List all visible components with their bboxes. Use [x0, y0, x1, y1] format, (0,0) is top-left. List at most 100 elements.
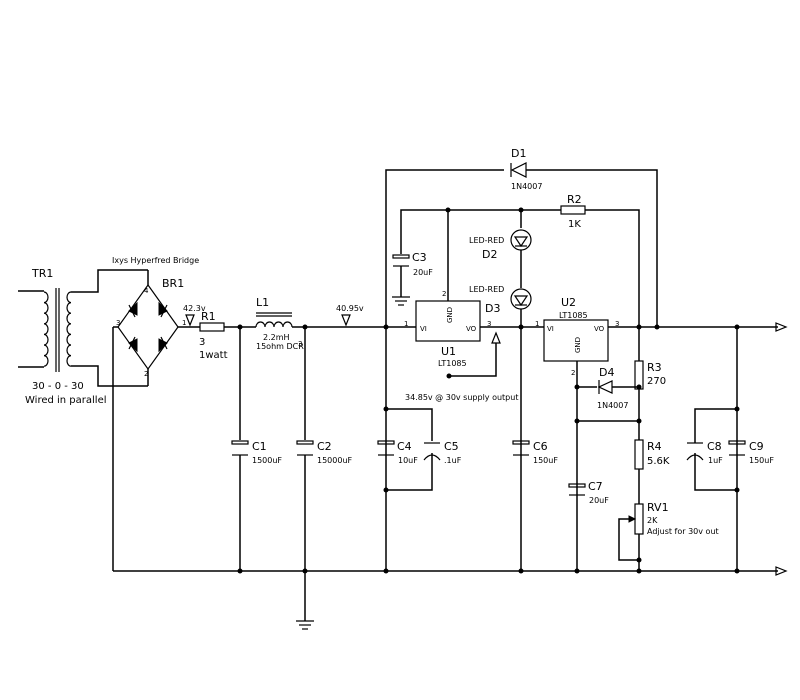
c2-value: 15000uF [317, 456, 353, 465]
bridge-diode-3 [128, 336, 138, 353]
br1-pin-3: 3 [116, 319, 120, 327]
d2-ref: D2 [482, 248, 497, 261]
resistor-r1 [199, 322, 225, 332]
r3-value: 270 [647, 376, 666, 387]
ground-symbol-main [296, 620, 314, 630]
u2-ref: U2 [561, 296, 576, 309]
c7-ref: C7 [588, 480, 603, 493]
d4-value: 1N4007 [597, 401, 628, 410]
u2-pin-in: 1 [535, 320, 539, 328]
bridge-diode-1 [128, 301, 138, 318]
tr1-rating: 30 - 0 - 30 [32, 381, 84, 392]
r4-ref: R4 [647, 440, 662, 453]
led-d3 [510, 288, 532, 310]
br1-pin-4: 4 [144, 287, 149, 295]
c1-value: 1500uF [252, 456, 282, 465]
r2-ref: R2 [567, 193, 582, 206]
l1-dcr: 15ohm DCR [256, 342, 304, 351]
br1-pin-2: 2 [144, 370, 148, 378]
u1-gnd: GND [446, 307, 454, 323]
d1-value: 1N4007 [511, 182, 542, 191]
u2-part: LT1085 [559, 311, 588, 320]
c4-value: 10uF [398, 456, 418, 465]
u1-ref: U1 [441, 345, 456, 358]
l1-pin: 3 [298, 340, 302, 348]
c6-ref: C6 [533, 440, 548, 453]
r1-ref: R1 [201, 310, 216, 323]
r4-value: 5.6K [647, 456, 670, 467]
c8-ref: C8 [707, 440, 722, 453]
inductor-l1 [255, 312, 293, 328]
c9-value: 150uF [749, 456, 774, 465]
r2-value: 1K [568, 219, 581, 230]
c6-value: 150uF [533, 456, 558, 465]
probe-3-label: 34.85v @ 30v supply output [405, 393, 518, 402]
c9-ref: C9 [749, 440, 764, 453]
d4-ref: D4 [599, 366, 614, 379]
voltage-probe-3: 34.85v @ 30v supply output [405, 331, 518, 402]
c7-value: 20uF [589, 496, 609, 505]
r1-power: 1watt [199, 350, 228, 361]
voltage-probe-1: 42.3v [183, 304, 206, 327]
bridge-diode-4 [158, 336, 168, 353]
capacitor-c6: C6 150uF [512, 440, 558, 465]
capacitor-c7: C7 20uF [568, 480, 609, 505]
capacitor-c5: C5 .1uF [386, 440, 462, 491]
u1-vi: VI [420, 325, 427, 333]
r3-ref: R3 [647, 361, 662, 374]
led-bottom-label: LED-RED [469, 285, 504, 294]
c2-ref: C2 [317, 440, 332, 453]
regulator-u1: VI VO GND 1 2 3 U1 LT1085 [386, 210, 521, 368]
c3-ref: C3 [412, 251, 427, 264]
tr1-note: Wired in parallel [25, 395, 107, 406]
regulator-u2: VI VO GND 1 2 3 U2 LT1085 [521, 296, 778, 571]
bridge-diode-2 [158, 301, 168, 318]
c1-ref: C1 [252, 440, 267, 453]
transformer-tr1: TR1 30 - 0 - 30 Wired in parallel [18, 267, 148, 406]
capacitor-c8: C8 1uF [686, 440, 737, 491]
potentiometer-rv1: RV1 2K Adjust for 30v out [618, 501, 719, 571]
bridge-br1: BR1 Ixys Hyperfred Bridge 4 3 2 1 [112, 256, 199, 386]
capacitor-c3: C3 20uF [392, 251, 433, 306]
u2-vo: VO [594, 325, 605, 333]
br1-pin-1: 1 [182, 319, 186, 327]
output-arrow-positive [775, 322, 788, 332]
capacitor-c1: C1 1500uF [231, 327, 282, 571]
c8-value: 1uF [708, 456, 723, 465]
u1-part: LT1085 [438, 359, 467, 368]
rv1-ref: RV1 [647, 501, 669, 514]
output-arrow-negative [775, 566, 788, 576]
voltage-probe-2: 40.95v [336, 304, 364, 327]
tr1-ref: TR1 [31, 267, 53, 280]
u2-pin-out: 3 [615, 320, 619, 328]
l1-ref: L1 [256, 296, 269, 309]
c5-ref: C5 [444, 440, 459, 453]
junction-dots [237, 207, 740, 574]
d1-ref: D1 [511, 147, 526, 160]
d3-ref: D3 [485, 302, 500, 315]
u2-gnd: GND [574, 337, 582, 353]
br1-ref: BR1 [162, 277, 184, 290]
capacitor-c9: C9 150uF [728, 440, 774, 465]
c4-ref: C4 [397, 440, 412, 453]
capacitor-c4: C4 10uF [377, 440, 418, 465]
resistor-r4 [634, 439, 644, 470]
diode-d1 [510, 162, 527, 178]
u1-pin-out: 3 [487, 320, 491, 328]
rv1-value: 2K [647, 516, 658, 525]
c5-value: .1uF [444, 456, 462, 465]
capacitor-c2: C2 15000uF [296, 327, 353, 621]
c3-value: 20uF [413, 268, 433, 277]
u1-vo: VO [466, 325, 477, 333]
l1-value: 2.2mH [263, 333, 290, 342]
led-top-label: LED-RED [469, 236, 504, 245]
rv1-note: Adjust for 30v out [647, 527, 719, 536]
diode-d4: D4 1N4007 [577, 366, 639, 410]
br1-title: Ixys Hyperfred Bridge [112, 256, 199, 265]
u2-vi: VI [547, 325, 554, 333]
r1-value: 3 [199, 337, 205, 348]
probe-1-label: 42.3v [183, 304, 206, 313]
probe-2-label: 40.95v [336, 304, 364, 313]
u1-pin-adj: 2 [442, 290, 446, 298]
